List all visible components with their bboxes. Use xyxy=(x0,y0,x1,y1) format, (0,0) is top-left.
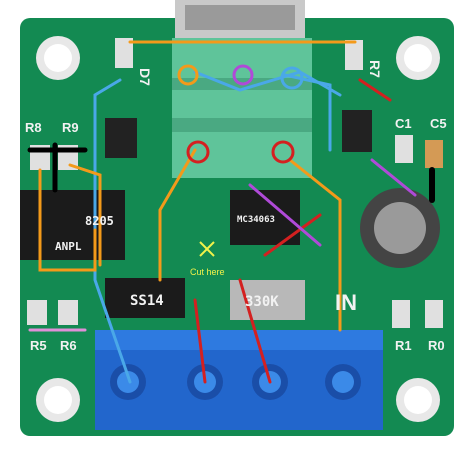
label-r1: R1 xyxy=(395,338,412,353)
terminal-screws xyxy=(110,364,361,400)
pin-header xyxy=(172,38,312,178)
cut-here-label: Cut here xyxy=(190,267,225,277)
cut-marker xyxy=(199,241,215,257)
left-ic-marking-2: ANPL xyxy=(55,240,82,253)
label-r0: R0 xyxy=(428,338,445,353)
mounting-holes xyxy=(36,36,440,422)
inductor-marking: 330K xyxy=(245,294,279,310)
annotation-traces xyxy=(27,40,435,384)
smd-components xyxy=(20,38,443,328)
label-r5: R5 xyxy=(30,338,47,353)
label-c5: C5 xyxy=(430,116,447,131)
left-ic-marking: 8205 xyxy=(85,214,114,228)
label-d7: D7 xyxy=(137,68,153,86)
label-r8: R8 xyxy=(25,120,42,135)
label-in: IN xyxy=(335,290,357,315)
label-r9: R9 xyxy=(62,120,79,135)
electrolytic-capacitor xyxy=(360,188,440,268)
label-c1: C1 xyxy=(395,116,412,131)
label-r7: R7 xyxy=(367,60,383,78)
label-r6: R6 xyxy=(60,338,77,353)
diode-marking: SS14 xyxy=(130,293,164,309)
middle-ic-marking: MC34063 xyxy=(237,215,275,225)
